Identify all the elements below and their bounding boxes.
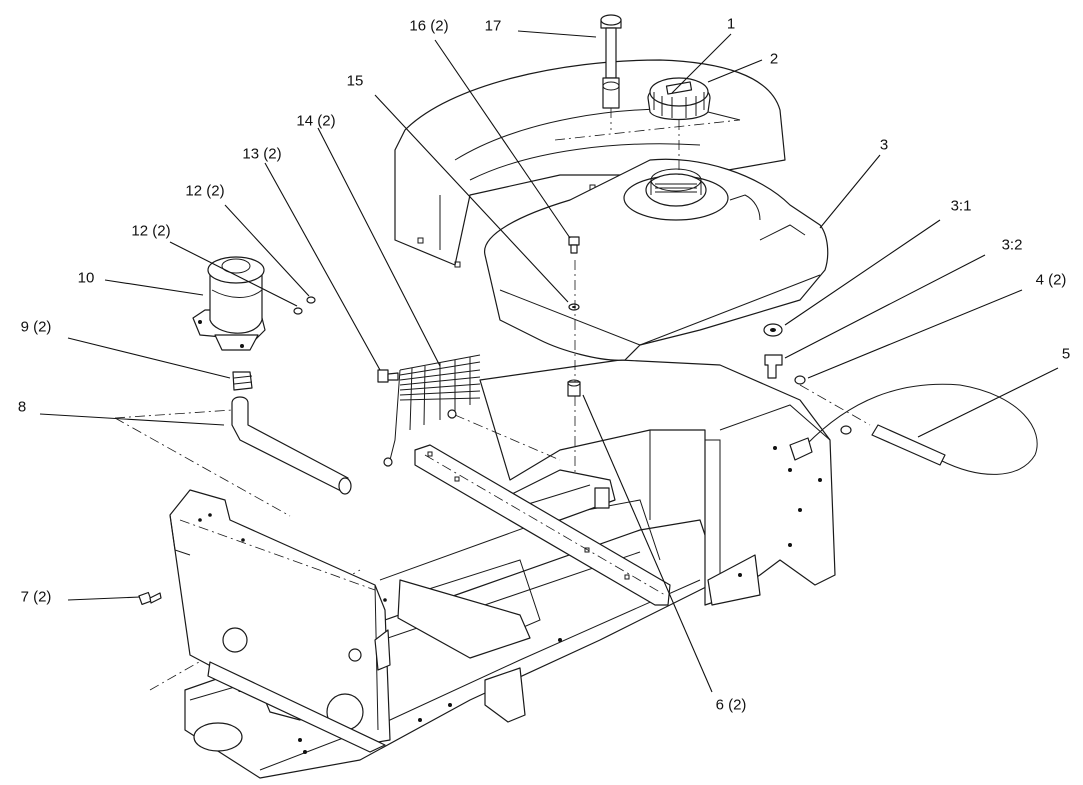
callout-14: 13 (2): [242, 145, 282, 163]
callout-3-2: 3:2: [1001, 236, 1023, 254]
callout-9: 9 (2): [20, 318, 52, 336]
callout-1: 1: [726, 15, 736, 33]
callout-5: 5: [1061, 345, 1071, 363]
fuel-line: [789, 383, 1038, 475]
callout-12-left: 12 (2): [131, 222, 171, 240]
fuel-cap: [647, 77, 711, 175]
wire-harness: [377, 354, 561, 467]
callout-15: 14 (2): [296, 112, 336, 130]
leader-lines: [39, 30, 1059, 693]
fuel-tank: [484, 158, 829, 361]
front-panel: [169, 489, 391, 753]
callout-8: 8: [17, 398, 27, 416]
bolt-7: [138, 591, 162, 606]
cross-rail: [414, 444, 671, 606]
hose-assembly: [114, 371, 352, 517]
callout-7: 7 (2): [20, 588, 52, 606]
callout-4: 4 (2): [1035, 271, 1067, 289]
callout-12-right: 15: [346, 72, 364, 90]
reservoir: [192, 256, 266, 351]
callout-13: 12 (2): [185, 182, 225, 200]
callout-17: 17: [484, 17, 502, 35]
callout-3: 3: [879, 136, 889, 154]
reservoir-washers: [293, 296, 316, 315]
dipstick: [600, 14, 622, 130]
rear-body: [479, 359, 836, 606]
callout-16: 16 (2): [409, 17, 449, 35]
callout-10: 10: [77, 269, 95, 287]
callout-3-1: 3:1: [950, 197, 972, 215]
fuel-valve: [763, 323, 871, 426]
callout-6: 6 (2): [715, 696, 747, 714]
callout-2: 2: [769, 50, 779, 68]
